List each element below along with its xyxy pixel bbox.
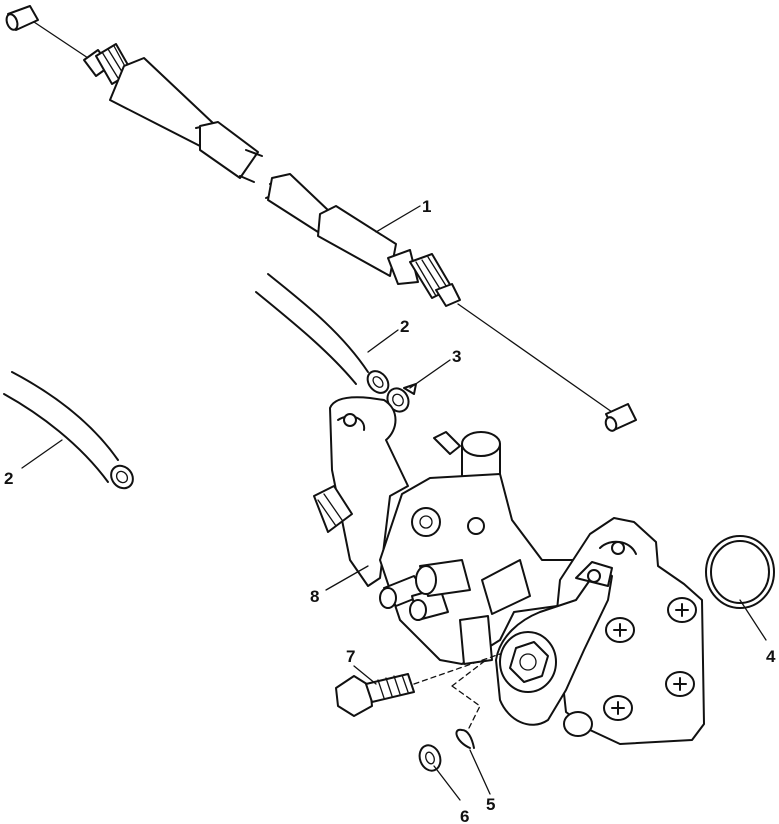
callout-5: 5 (486, 795, 495, 814)
callout-2-lower: 2 (4, 469, 13, 488)
pump-control-lever (495, 561, 613, 726)
callout-labels: 1 2 2 3 4 5 6 7 8 (4, 197, 776, 824)
mounting-bracket (329, 396, 409, 587)
hose-clamp (386, 383, 417, 413)
callout-2-upper: 2 (400, 317, 409, 336)
callout-8: 8 (310, 587, 319, 606)
oil-pump-body (313, 431, 611, 665)
bolt (335, 673, 415, 717)
cable-end-fitting-upper (5, 5, 39, 31)
washer (418, 744, 442, 772)
assembly-lines (413, 653, 501, 731)
callout-7: 7 (346, 647, 355, 666)
o-ring (705, 535, 775, 609)
cover-screw-4 (603, 695, 633, 721)
callout-6: 6 (460, 807, 469, 824)
cover-screw-1 (667, 597, 697, 623)
retaining-clip (455, 728, 475, 749)
callout-1: 1 (422, 197, 431, 216)
callout-3: 3 (452, 347, 461, 366)
cable-sheath-lower (267, 173, 397, 277)
oil-line-upper (255, 273, 390, 394)
oil-line-lower (3, 371, 134, 490)
cable-sheath-upper (109, 57, 259, 179)
cover-screw-2 (605, 617, 635, 643)
callout-leaders (21, 205, 767, 801)
control-cable (5, 5, 637, 432)
cover-screw-3 (665, 671, 695, 697)
callout-4: 4 (766, 647, 776, 666)
cable-end-fitting-lower (604, 403, 637, 432)
cable-adjuster-lower (387, 249, 461, 307)
